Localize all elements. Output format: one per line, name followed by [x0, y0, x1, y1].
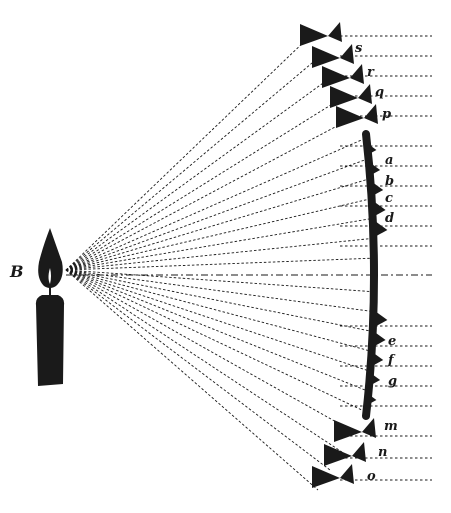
light-rays: [65, 37, 378, 491]
light-ray: [65, 217, 376, 271]
light-ray: [65, 237, 377, 271]
light-ray: [65, 197, 375, 271]
light-ray: [65, 57, 319, 271]
mirror-facets: [300, 22, 388, 488]
label-b: b: [385, 174, 394, 189]
light-ray: [65, 137, 367, 271]
light-ray: [65, 269, 355, 433]
mirror-facet: [312, 464, 354, 488]
light-ray: [65, 117, 353, 271]
label-n: n: [378, 445, 387, 460]
mirror-facet: [334, 418, 376, 442]
label-g: g: [388, 374, 397, 389]
label-s: s: [355, 41, 363, 56]
light-ray: [65, 177, 373, 271]
mirror-tooth: [369, 372, 381, 386]
candle: [35, 228, 65, 386]
reflected-lines: [340, 35, 432, 481]
label-e: e: [388, 334, 396, 349]
mirror-facet: [312, 44, 354, 68]
label-q: q: [375, 85, 384, 100]
mirror-facet: [322, 64, 364, 88]
light-ray: [65, 157, 371, 271]
label-B: B: [9, 262, 24, 281]
label-p: p: [382, 107, 391, 122]
mirror-facet: [336, 104, 378, 128]
candle-body: [35, 295, 65, 386]
light-ray: [65, 257, 378, 271]
label-m: m: [384, 419, 398, 434]
mirror-tooth: [365, 142, 377, 156]
label-d: d: [385, 211, 394, 226]
light-ray: [65, 269, 319, 491]
label-a: a: [385, 153, 393, 168]
mirror-tooth: [374, 202, 386, 216]
light-ray: [65, 269, 331, 471]
light-ray: [65, 269, 376, 333]
mirror-facet: [324, 442, 366, 466]
label-o: o: [367, 469, 376, 484]
candle-flame: [38, 228, 63, 288]
light-ray: [65, 97, 343, 271]
light-ray: [65, 269, 343, 453]
mirror-tooth: [374, 332, 386, 346]
mirror-tooth: [376, 222, 388, 236]
label-f: f: [387, 353, 396, 368]
point-labels: s r q p a b c d e f g m n o: [355, 41, 398, 484]
mirror-facet: [330, 84, 372, 108]
mirror-facet: [300, 22, 342, 46]
label-c: c: [385, 191, 393, 206]
light-ray: [65, 269, 371, 393]
light-ray: [65, 37, 309, 271]
mirror-tooth: [365, 392, 377, 406]
mirror-tooth: [372, 352, 384, 366]
light-ray: [65, 269, 373, 373]
light-ray: [65, 77, 331, 271]
label-r: r: [367, 65, 375, 80]
light-ray: [65, 269, 378, 293]
mirror-tooth: [372, 182, 384, 196]
mirror-tooth: [369, 162, 381, 176]
light-ray: [65, 269, 375, 353]
light-ray: [65, 269, 367, 413]
mirror-tooth: [376, 312, 388, 326]
flame-highlight: [48, 268, 51, 284]
